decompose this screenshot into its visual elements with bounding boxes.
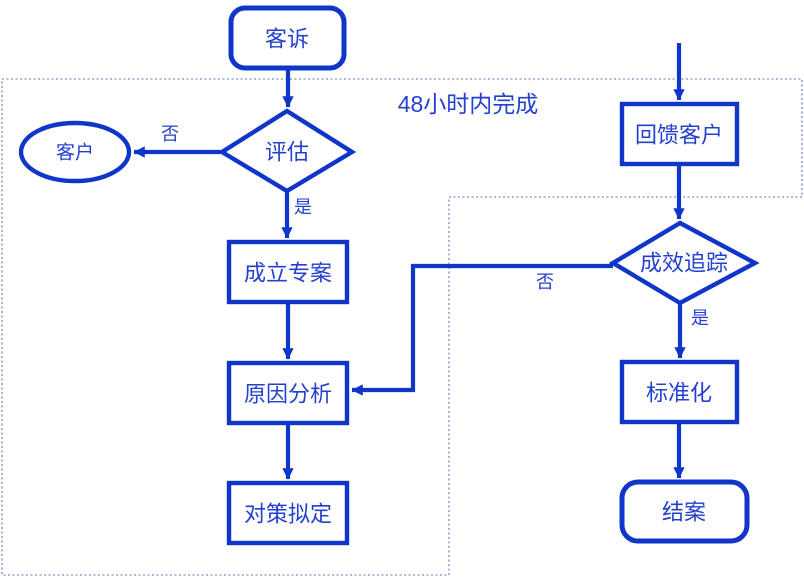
node-cause-analysis: 原因分析 (226, 360, 350, 426)
feedback-process-shape (619, 101, 740, 167)
evaluate-label: 评估 (265, 140, 309, 165)
tracking-no-label: 否 (536, 272, 554, 292)
tracking-yes-label: 是 (691, 308, 709, 328)
evaluate-decision-shape (217, 108, 357, 194)
standardize-label: 标准化 (646, 381, 712, 406)
tracking-decision-shape (608, 220, 760, 306)
node-feedback: 回馈客户 (619, 101, 740, 167)
customer-ellipse-shape (18, 120, 132, 184)
complaint-label: 客诉 (265, 27, 309, 52)
node-complaint: 客诉 (228, 5, 347, 71)
countermeasure-label: 对策拟定 (244, 502, 332, 527)
sla-region-label: 48小时内完成 (398, 91, 539, 117)
customer-label: 客户 (56, 142, 94, 164)
cause-analysis-label: 原因分析 (244, 382, 332, 407)
feedback-label: 回馈客户 (635, 123, 723, 148)
complaint-terminator-shape (228, 5, 347, 71)
evaluate-yes-label: 是 (294, 197, 312, 217)
node-create-project: 成立专案 (226, 239, 350, 305)
create-project-label: 成立专案 (244, 261, 332, 286)
node-tracking: 成效追踪 (608, 220, 760, 306)
tracking-label: 成效追踪 (640, 251, 728, 276)
edge-tracking-no-to-cause-analysis (351, 263, 613, 396)
standardize-process-shape (619, 359, 740, 425)
close-case-label: 结案 (662, 500, 706, 525)
evaluate-no-label: 否 (161, 124, 179, 144)
close-case-terminator-shape (619, 479, 750, 544)
cause-analysis-process-shape (226, 360, 350, 426)
sla-region-border (1, 78, 803, 576)
node-standardize: 标准化 (619, 359, 740, 425)
node-close-case: 结案 (619, 479, 750, 544)
node-countermeasure: 对策拟定 (226, 480, 350, 546)
node-customer: 客户 (18, 120, 132, 184)
create-project-process-shape (226, 239, 350, 305)
countermeasure-process-shape (226, 480, 350, 546)
node-evaluate: 评估 (217, 108, 357, 194)
